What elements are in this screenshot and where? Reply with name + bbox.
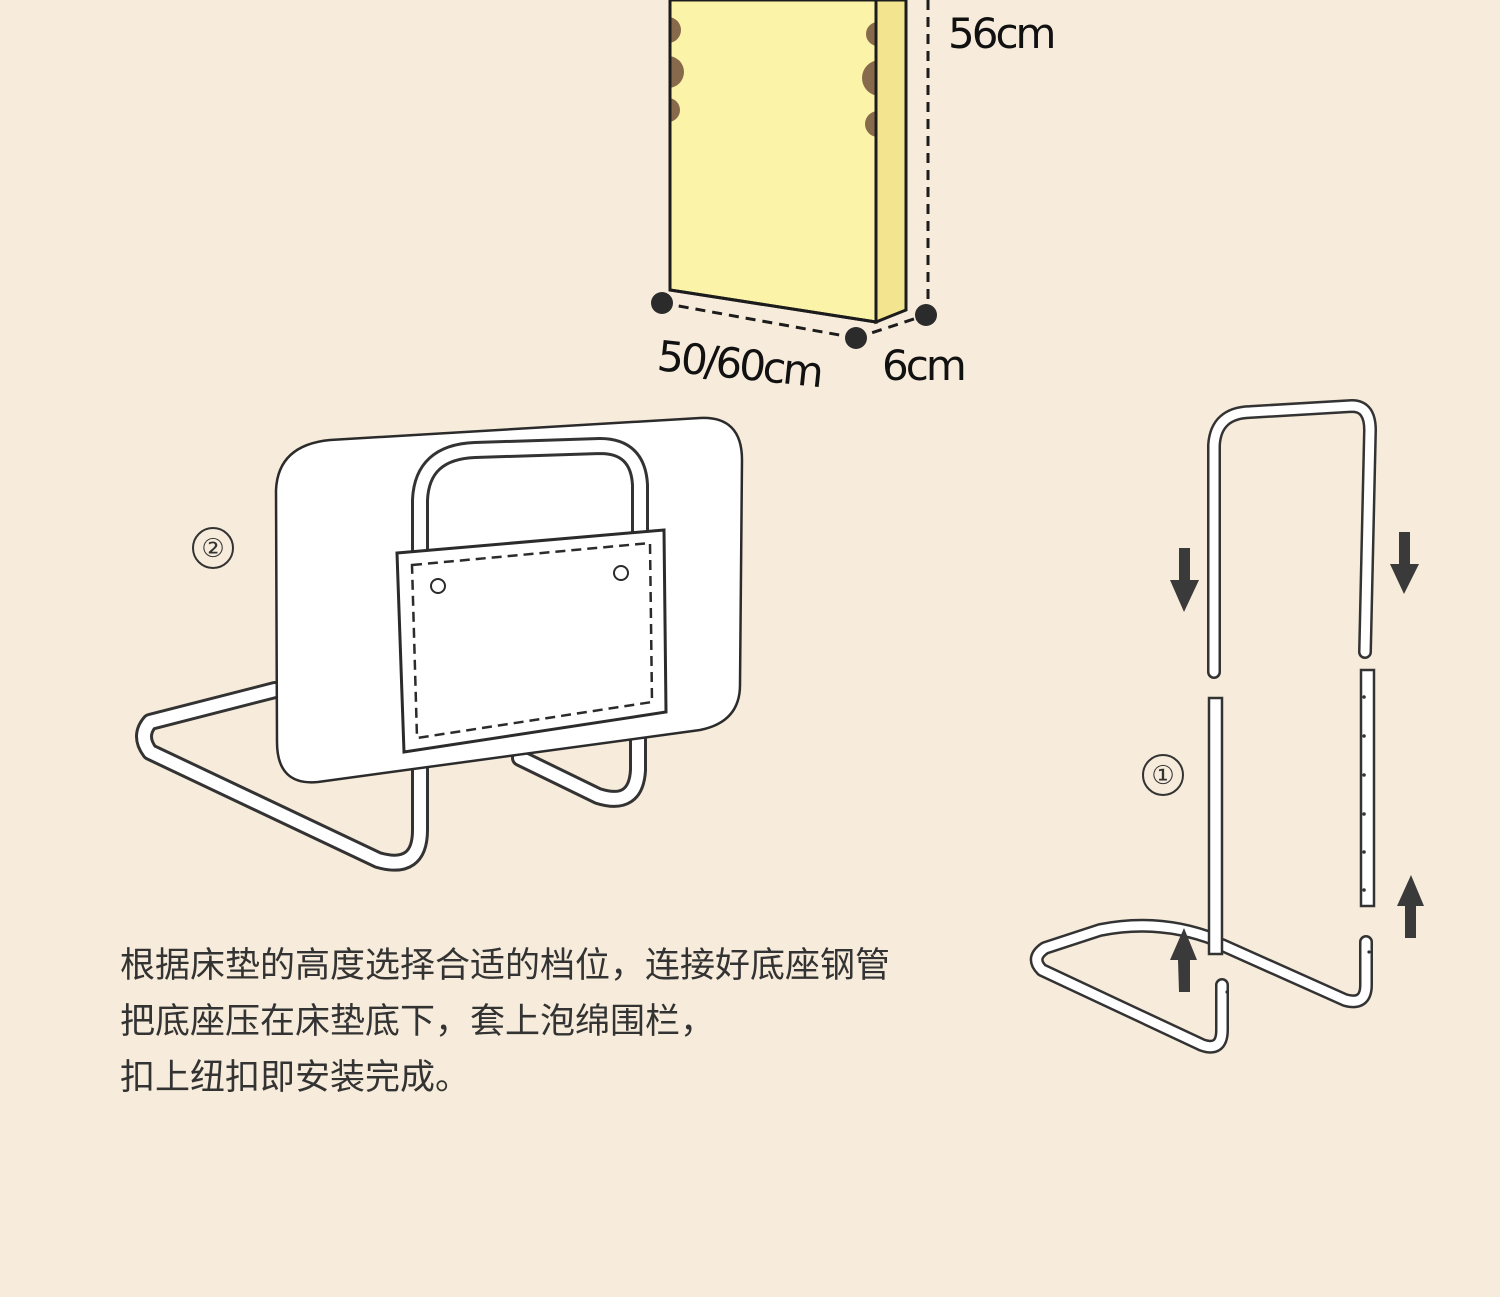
width-label: 50/60cm — [655, 331, 823, 397]
pattern-dot — [865, 111, 876, 137]
snap-button — [430, 578, 446, 594]
up-arrow-icon — [1170, 928, 1197, 992]
dimension-lines — [651, 0, 937, 349]
base-frame — [135, 681, 647, 872]
panel-side — [874, 0, 908, 325]
panel-dot-pattern — [670, 17, 876, 137]
thickness-dimension-line — [855, 313, 927, 340]
exploded-frame-illustration — [1029, 399, 1377, 1054]
pattern-dot — [862, 60, 876, 96]
middle-tube-left — [1207, 696, 1224, 956]
down-arrow-icon — [1170, 548, 1199, 612]
down-arrow-icon — [1390, 532, 1419, 594]
pattern-dot — [670, 56, 684, 88]
middle-tube-right — [1359, 668, 1376, 908]
instruction-line: 把底座压在床垫底下，套上泡绵围栏， — [120, 1002, 716, 1042]
adjustment-holes — [1225, 695, 1371, 994]
dimension-endpoint — [915, 304, 937, 326]
cover-flap — [395, 528, 668, 754]
assembly-arrows — [1170, 532, 1424, 992]
up-arrow-icon — [1397, 875, 1424, 938]
adjustment-hole — [1362, 695, 1366, 699]
step-1-circle — [1142, 754, 1184, 796]
step-1-label: ① — [1151, 761, 1174, 791]
adjustment-hole — [1367, 950, 1371, 954]
instruction-line: 根据床垫的高度选择合适的档位，连接好底座钢管 — [120, 946, 891, 986]
adjustment-hole — [1362, 888, 1366, 892]
thickness-label: 6cm — [882, 341, 964, 390]
adjustment-hole — [1362, 812, 1366, 816]
adjustment-hole — [1362, 850, 1366, 854]
instruction-line: 扣上纽扣即安装完成。 — [120, 1058, 471, 1098]
installation-instructions: 根据床垫的高度选择合适的档位，连接好底座钢管 把底座压在床垫底下，套上泡绵围栏，… — [120, 938, 980, 1106]
dimension-endpoint — [651, 292, 673, 314]
pattern-dot — [670, 17, 681, 43]
assembled-rail-illustration — [135, 416, 744, 872]
adjustment-hole — [1362, 734, 1366, 738]
snap-button — [613, 565, 629, 581]
step-2-label: ② — [201, 534, 224, 564]
step-2-circle — [192, 527, 234, 569]
cover-stitching — [410, 541, 654, 740]
dimension-endpoint — [845, 327, 867, 349]
adjustment-hole — [1225, 990, 1229, 994]
adjustment-hole — [1362, 773, 1366, 777]
foam-panel-illustration — [668, 0, 908, 325]
height-label: 56cm — [948, 9, 1054, 58]
panel-front — [668, 0, 878, 324]
pattern-dot — [670, 98, 680, 122]
upper-frame-loop — [411, 437, 649, 569]
pattern-dot — [866, 22, 876, 46]
